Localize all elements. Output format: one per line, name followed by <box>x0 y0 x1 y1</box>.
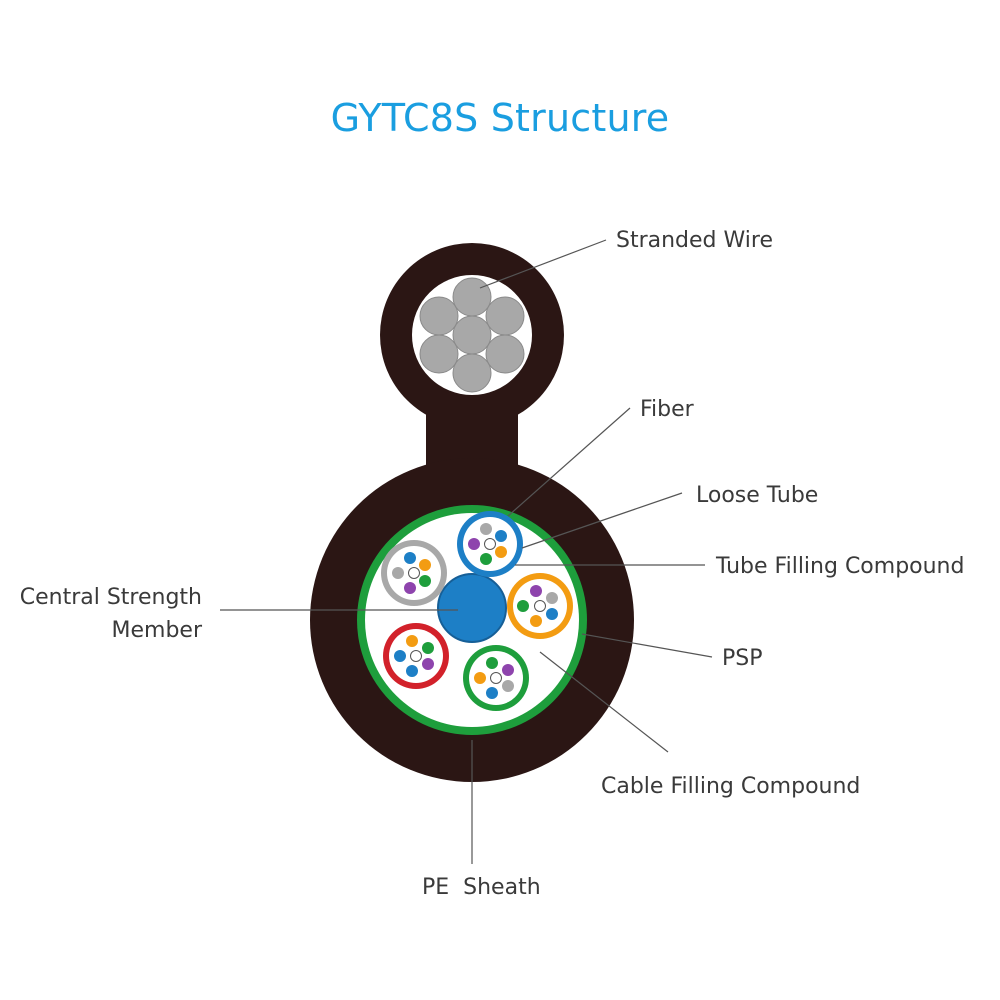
fiber <box>495 530 507 542</box>
leader-stranded-wire <box>479 239 607 289</box>
wire-strand <box>452 277 492 317</box>
wire-strand <box>485 296 525 336</box>
central-strength-member <box>437 573 507 643</box>
label-central-strength-member-cont: Member <box>112 618 203 643</box>
wire-strand <box>419 334 459 374</box>
fiber <box>408 567 420 579</box>
fiber <box>490 672 502 684</box>
messenger-section <box>380 243 564 490</box>
loose-tube-orange <box>507 573 573 639</box>
fiber <box>419 559 431 571</box>
fiber <box>392 567 404 579</box>
fiber <box>517 600 529 612</box>
fiber <box>530 615 542 627</box>
leader-psp <box>581 633 713 658</box>
fiber <box>486 687 498 699</box>
loose-tube-green <box>463 645 529 711</box>
page-title: GYTC8S Structure <box>330 96 670 140</box>
fiber <box>495 546 507 558</box>
leader-cable-filling-compound <box>539 651 669 753</box>
label-pe-sheath: PE Sheath <box>422 875 541 900</box>
label-cable-filling-compound: Cable Filling Compound <box>601 774 860 799</box>
fiber <box>406 665 418 677</box>
fiber <box>534 600 546 612</box>
fiber <box>422 642 434 654</box>
wire-strand <box>452 315 492 355</box>
labels: Stranded Wire Fiber Loose Tube Tube Fill… <box>20 228 965 900</box>
fiber <box>530 585 542 597</box>
label-fiber: Fiber <box>640 397 695 422</box>
fiber <box>546 592 558 604</box>
leader-lines <box>220 239 713 864</box>
label-tube-filling-compound: Tube Filling Compound <box>715 554 964 579</box>
loose-tube-blue <box>457 511 523 577</box>
fiber <box>480 523 492 535</box>
fiber <box>502 680 514 692</box>
fiber <box>546 608 558 620</box>
fiber <box>468 538 480 550</box>
loose-tube-gray <box>381 540 447 606</box>
fiber <box>404 582 416 594</box>
fiber <box>410 650 422 662</box>
wire-strand <box>485 334 525 374</box>
fiber <box>474 672 486 684</box>
fiber <box>404 552 416 564</box>
label-psp: PSP <box>722 646 763 671</box>
leader-fiber <box>507 407 631 517</box>
stranded-wire-bundle <box>419 277 525 393</box>
cable-body <box>310 458 634 782</box>
fiber <box>419 575 431 587</box>
fiber <box>422 658 434 670</box>
loose-tube-red <box>383 623 449 689</box>
wire-strand <box>452 353 492 393</box>
fiber <box>486 657 498 669</box>
label-stranded-wire: Stranded Wire <box>616 228 773 253</box>
fiber <box>394 650 406 662</box>
label-central-strength-member: Central Strength <box>20 585 202 610</box>
wire-strand <box>419 296 459 336</box>
label-loose-tube: Loose Tube <box>696 483 818 508</box>
fiber <box>502 664 514 676</box>
fiber <box>406 635 418 647</box>
fiber <box>480 553 492 565</box>
fiber <box>484 538 496 550</box>
leader-loose-tube <box>521 492 683 549</box>
